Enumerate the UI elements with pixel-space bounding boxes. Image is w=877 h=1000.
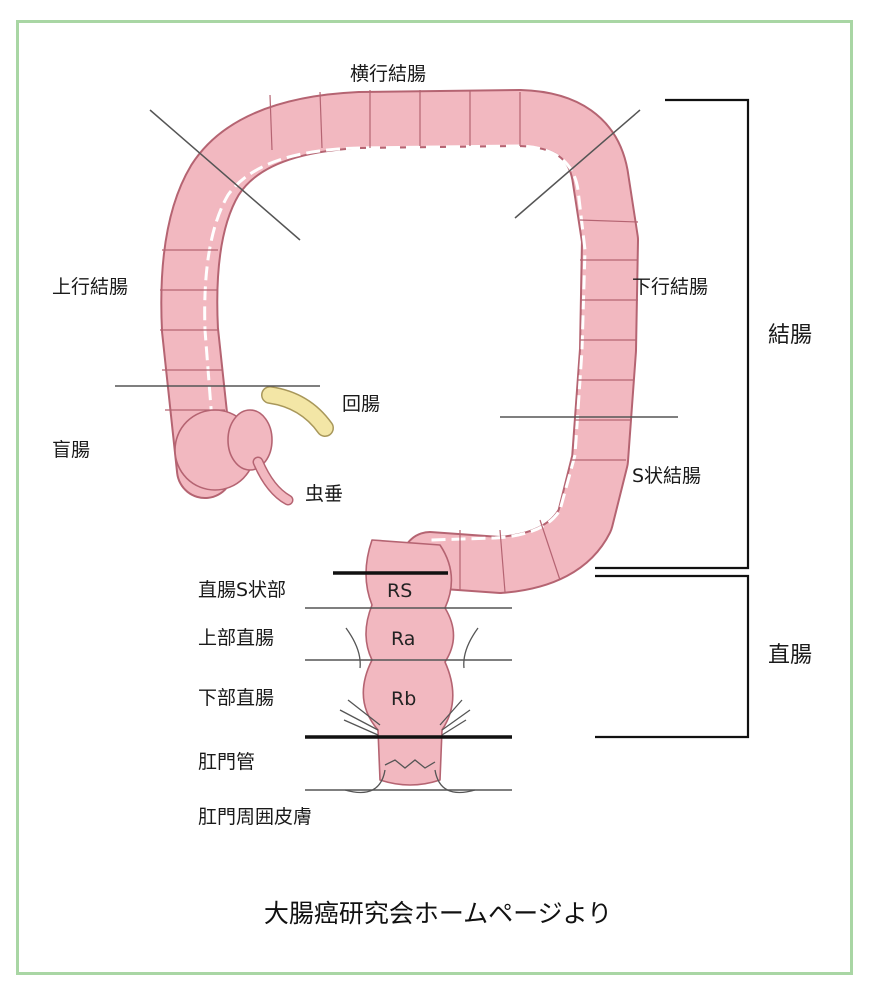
label-cecum: 盲腸 (52, 439, 90, 461)
label-ileum: 回腸 (342, 393, 380, 415)
label-transverse-colon: 横行結腸 (350, 63, 426, 85)
label-upper-rectum: 上部直腸 (198, 627, 274, 649)
label-rectum: 直腸 (768, 643, 812, 668)
label-ascending-colon: 上行結腸 (52, 276, 128, 298)
label-descending-colon: 下行結腸 (632, 276, 708, 298)
colon-lumen-line (203, 144, 587, 542)
label-appendix: 虫垂 (305, 483, 343, 505)
rectum-segment-labels: RS Ra Rb (387, 580, 416, 710)
region-brackets (595, 98, 750, 739)
boundary-lines (115, 109, 678, 791)
segment-ra: Ra (391, 628, 415, 650)
segment-rb: Rb (391, 688, 416, 710)
bold-boundary-lines (305, 571, 512, 739)
segment-rs: RS (387, 580, 412, 602)
label-colon: 結腸 (768, 323, 812, 348)
anatomy-labels: 横行結腸 上行結腸 下行結腸 回腸 盲腸 虫垂 S状結腸 結腸 直腸 直腸S状部… (52, 63, 812, 828)
source-caption: 大腸癌研究会ホームページより (264, 899, 612, 928)
figure-frame (16, 20, 853, 975)
sphincter-lines (339, 627, 479, 794)
large-intestine (160, 89, 639, 786)
label-anal-canal: 肛門管 (198, 751, 255, 773)
colon-tube-outer (160, 89, 639, 594)
label-lower-rectum: 下部直腸 (198, 687, 274, 709)
colon-bracket (595, 98, 750, 570)
colon-tube-fill (162, 91, 637, 592)
label-perianal-skin: 肛門周囲皮膚 (198, 806, 312, 828)
rectum-body (362, 539, 455, 786)
label-rectosigmoid: 直腸S状部 (198, 579, 286, 601)
rectum-bracket (595, 574, 750, 739)
label-sigmoid-colon: S状結腸 (632, 465, 701, 487)
